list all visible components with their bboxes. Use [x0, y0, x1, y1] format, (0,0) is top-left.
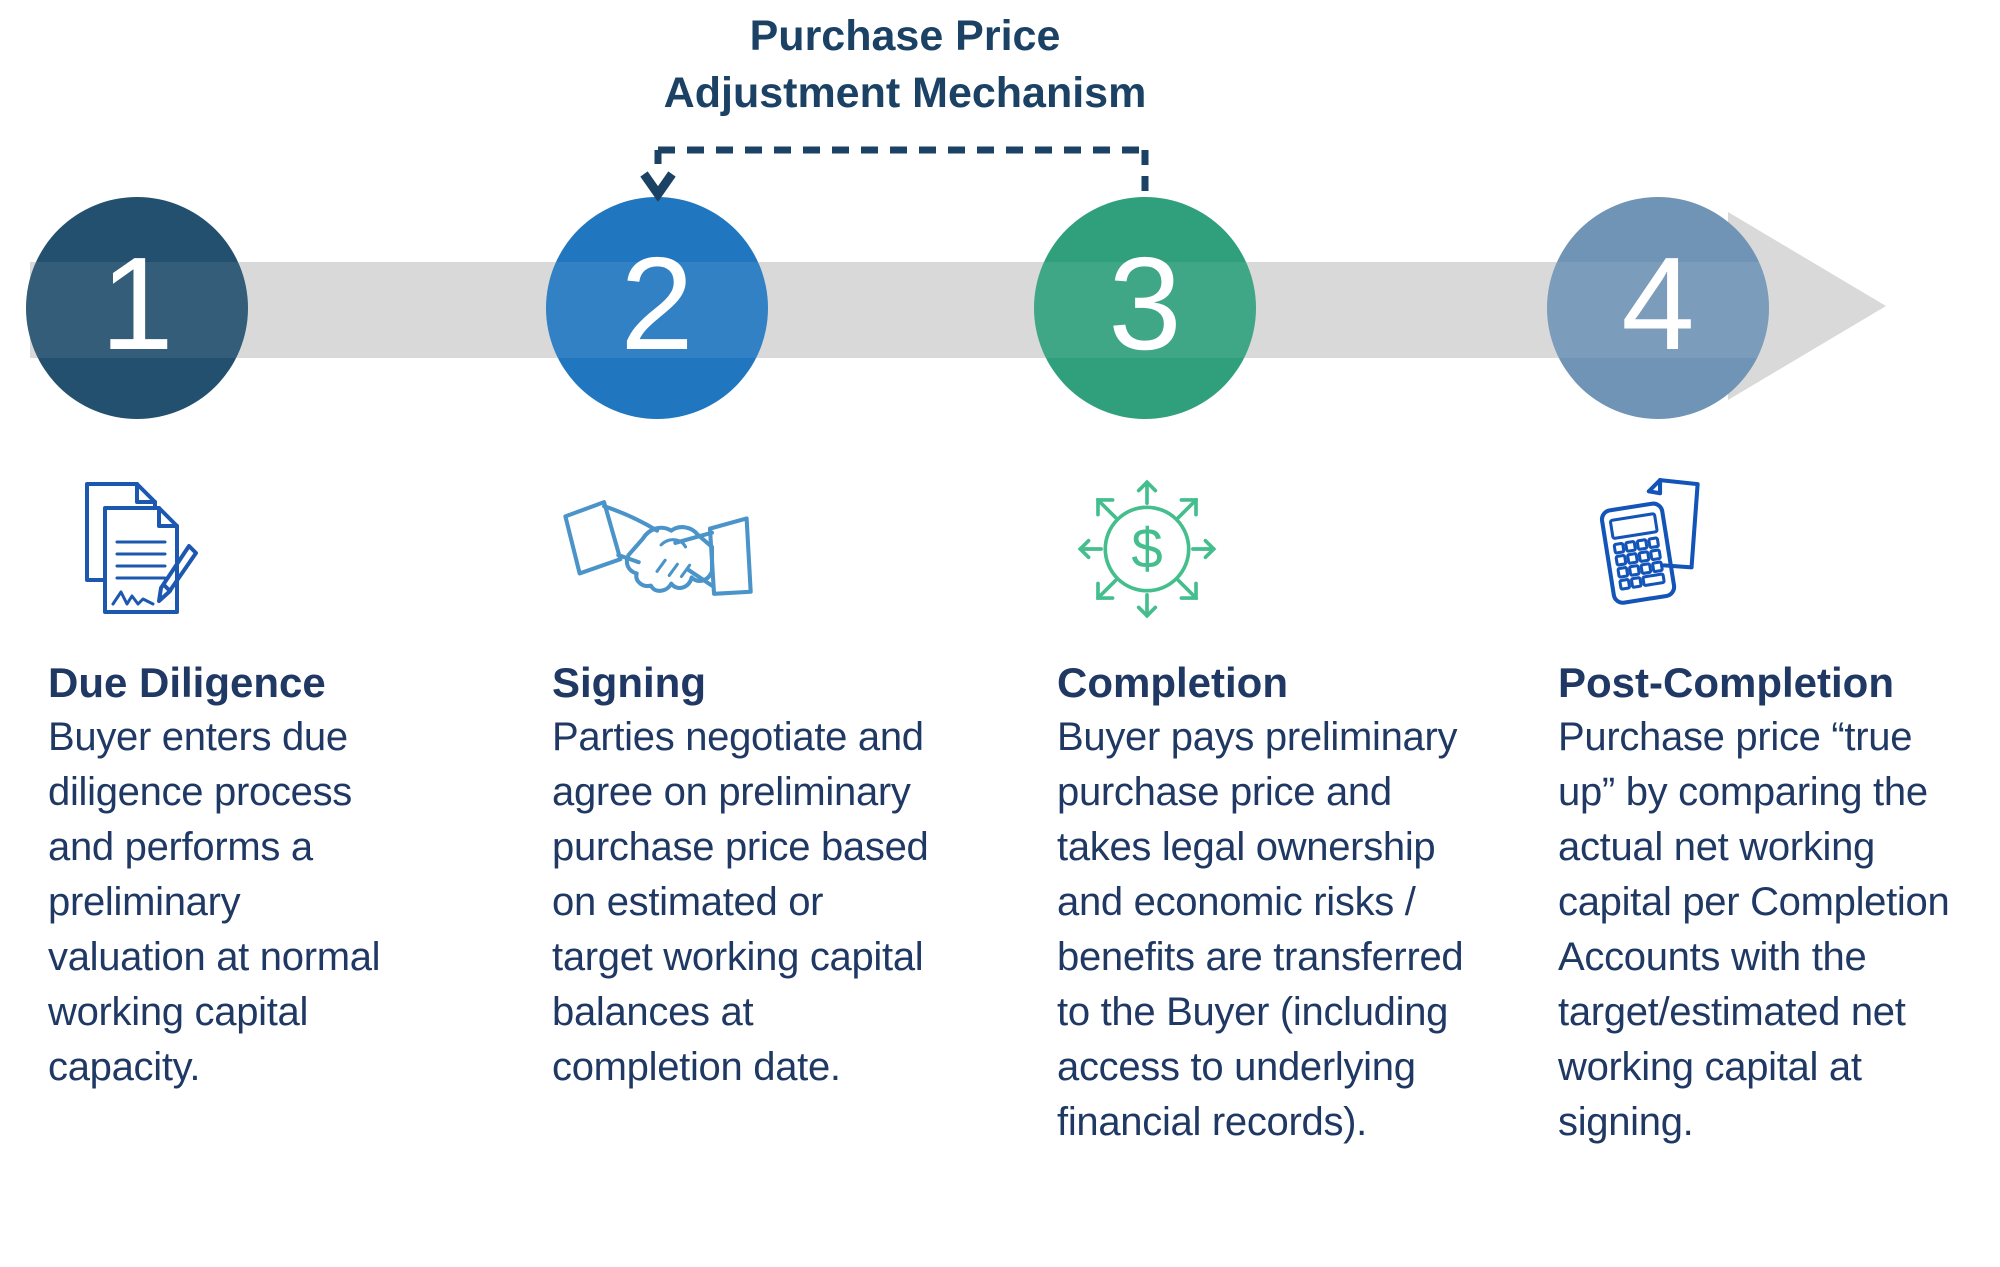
- diagram-title: Purchase Price Adjustment Mechanism: [570, 8, 1240, 122]
- step-3-text: Completion Buyer pays preliminary purcha…: [1057, 655, 1469, 1150]
- step-3-number: 3: [1108, 230, 1182, 377]
- step-2-description: Parties negotiate and agree on prelimina…: [552, 715, 929, 1089]
- step-4-text: Post-Completion Purchase price “true up”…: [1558, 655, 1958, 1150]
- step-3-circle: 3: [1034, 197, 1256, 419]
- connector-down-arrowhead-icon: [640, 171, 676, 202]
- handshake-icon: [563, 500, 753, 596]
- timeline-bar: [30, 262, 1730, 358]
- step-4-circle: 4: [1547, 197, 1769, 419]
- diagram-title-line2: Adjustment Mechanism: [663, 69, 1147, 117]
- step-1-number: 1: [100, 230, 174, 377]
- step-2-text: Signing Parties negotiate and agree on p…: [552, 655, 934, 1095]
- dollar-distribution-icon: $: [1077, 479, 1217, 619]
- step-1-text: Due Diligence Buyer enters due diligence…: [48, 655, 388, 1095]
- dollar-symbol: $: [1131, 517, 1162, 580]
- step-1-description: Buyer enters due diligence process and p…: [48, 715, 381, 1089]
- step-2-circle: 2: [546, 197, 768, 419]
- signed-documents-pen-icon: [85, 482, 198, 614]
- step-4-description: Purchase price “true up” by comparing th…: [1558, 715, 1950, 1144]
- step-1-circle: 1: [26, 197, 248, 419]
- step-3-description: Buyer pays preliminary purchase price an…: [1057, 715, 1464, 1144]
- step-4-number: 4: [1621, 230, 1695, 377]
- adjustment-mechanism-connector: [640, 146, 1149, 202]
- calculator-paper-icon: [1599, 478, 1700, 605]
- step-1-label: Due Diligence: [48, 659, 326, 706]
- step-3-label: Completion: [1057, 659, 1288, 706]
- step-2-label: Signing: [552, 659, 706, 706]
- diagram-title-line1: Purchase Price: [749, 12, 1061, 60]
- step-4-label: Post-Completion: [1558, 659, 1894, 706]
- step-2-number: 2: [620, 230, 694, 377]
- connector-lines: [654, 146, 1149, 197]
